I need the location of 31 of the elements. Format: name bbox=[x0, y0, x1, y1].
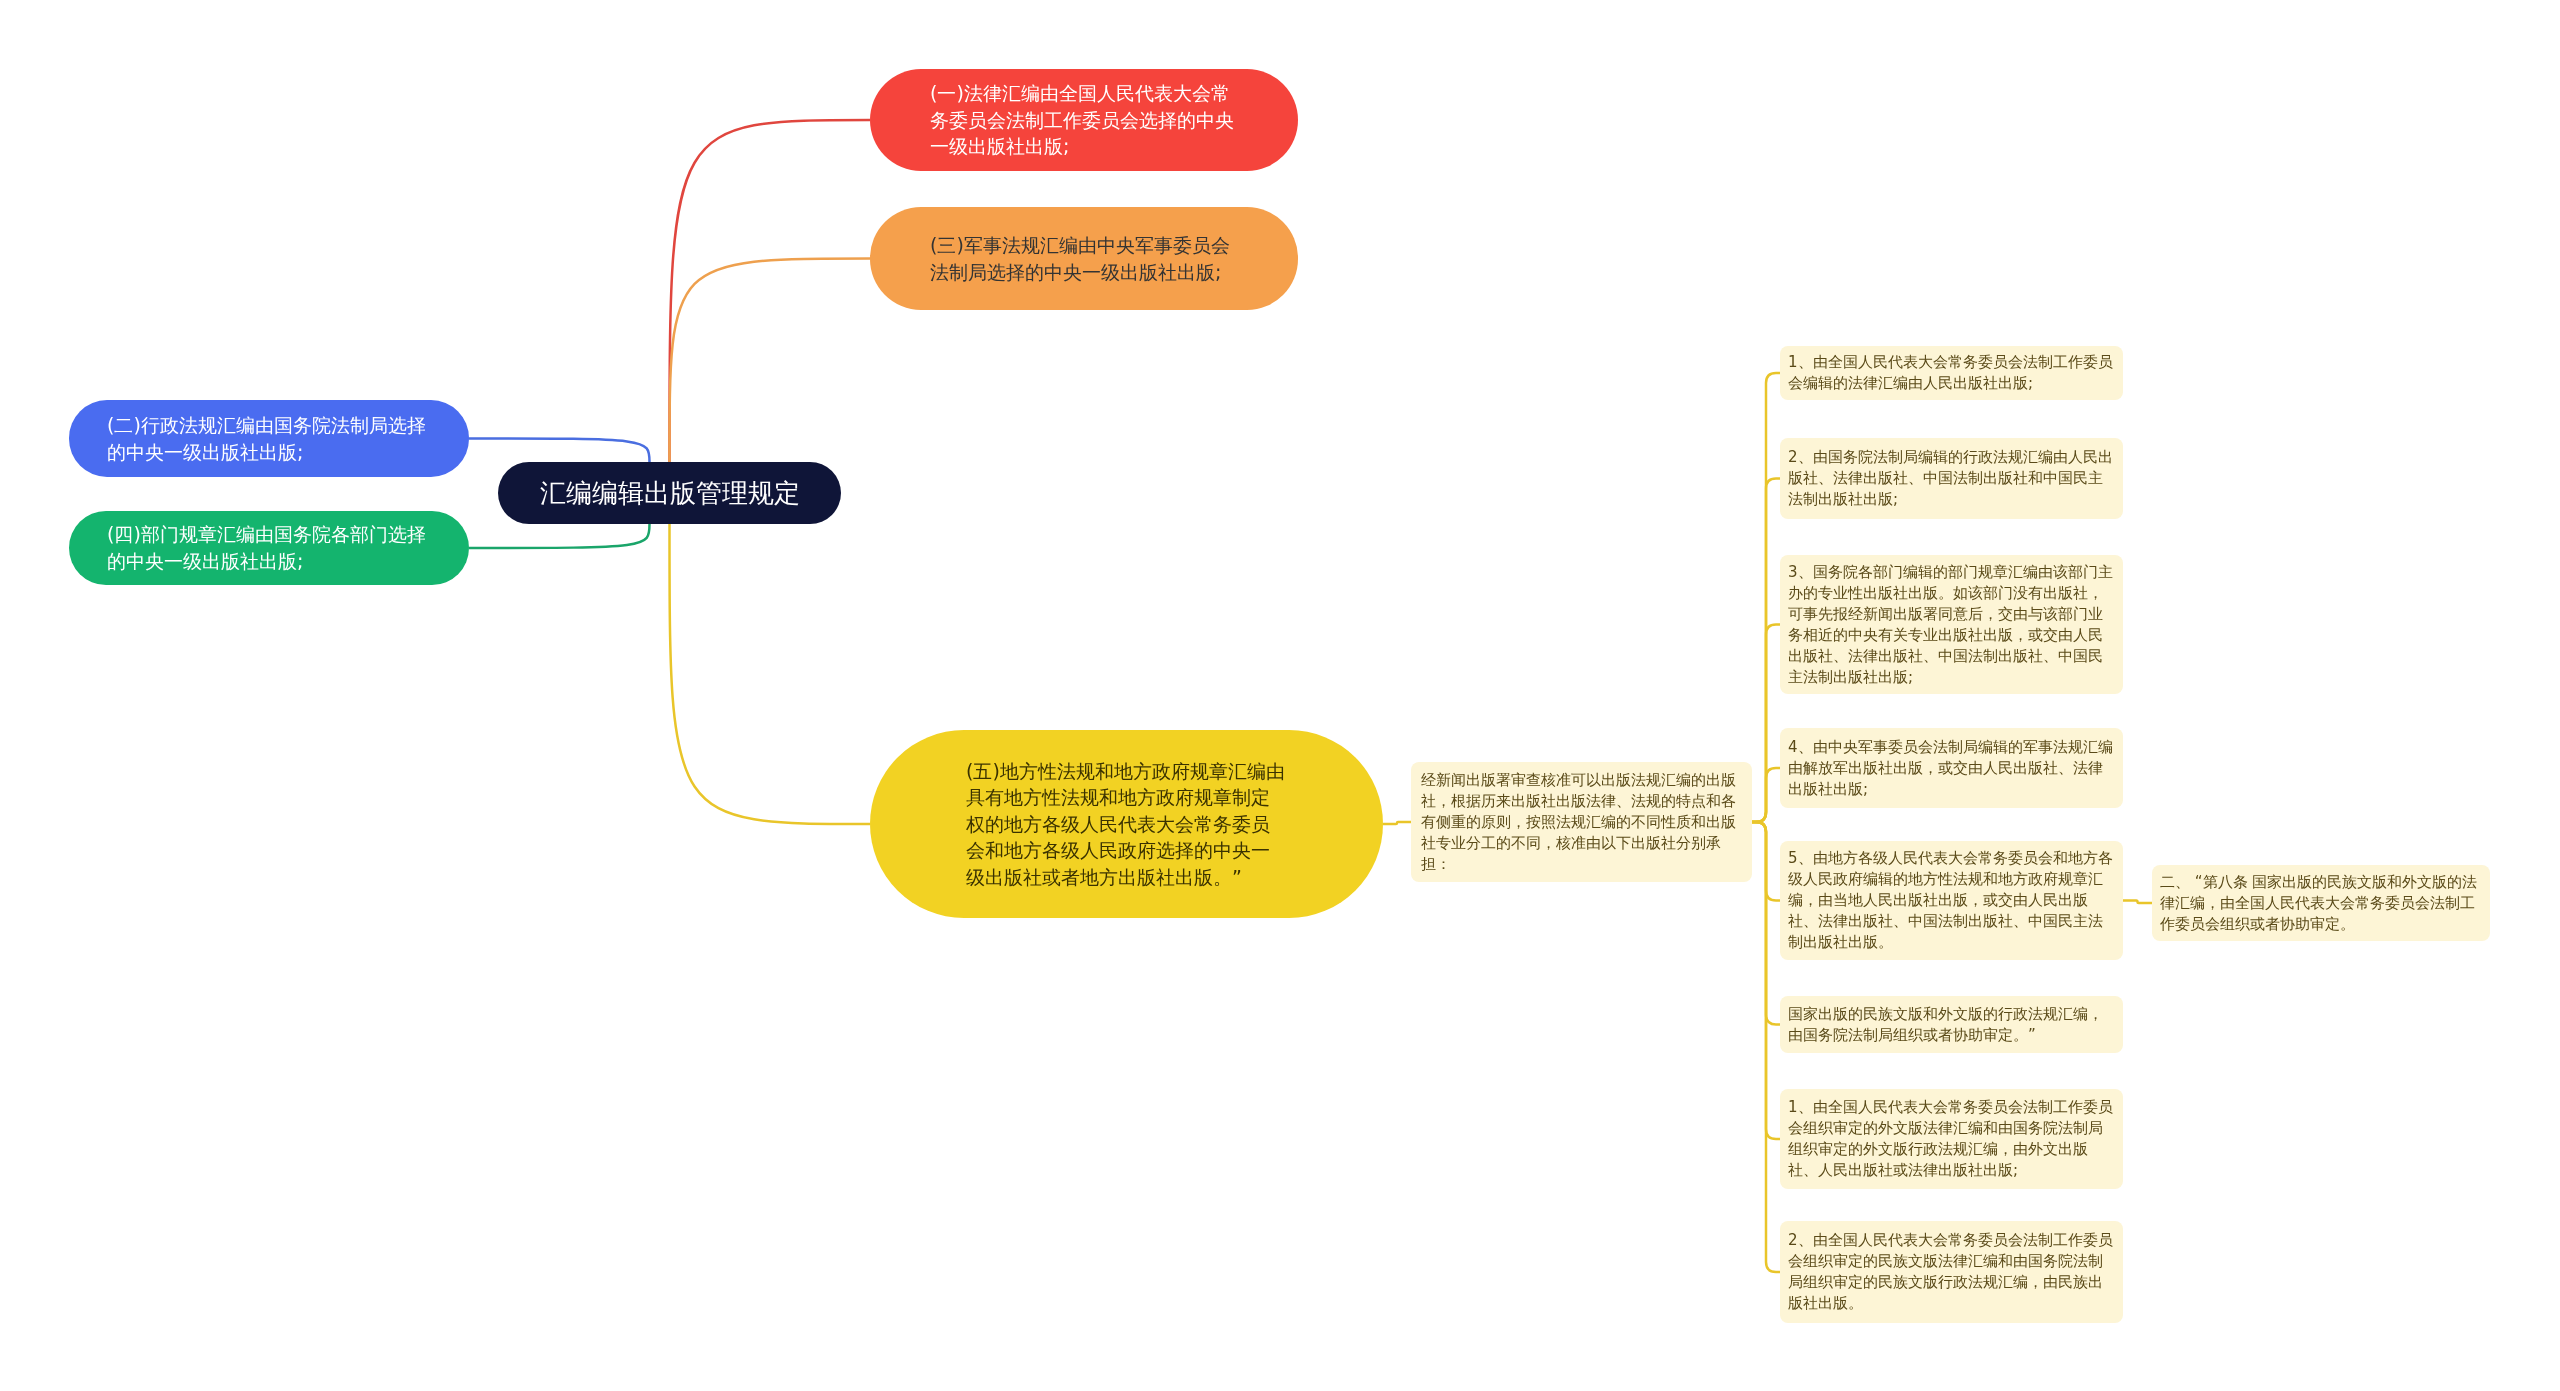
connector-line bbox=[2123, 899, 2152, 905]
topic-text: 汇编编辑出版管理规定 bbox=[539, 476, 800, 510]
topic-text: 4、由中央军事委员会法制局编辑的军事法规汇编由解放军出版社出版，或交由人民出版社、法律出版社出版; bbox=[1788, 736, 2114, 800]
topic-text: 经新闻出版署审查核准可以出版法规汇编的出版社，根据历来出版社出版法律、法规的特点和各有侧重的原则，按照法规汇编的不同性质和出版社专业分工的不同，核准由以下出版社分别承担： bbox=[1421, 769, 1737, 875]
topic-text: 2、由国务院法制局编辑的行政法规汇编由人民出版社、法律出版社、中国法制出版社和中国民主法制出版社出版; bbox=[1788, 447, 2114, 510]
topic-text: (二)行政法规汇编由国务院法制局选择的中央一级出版社出版; bbox=[107, 412, 427, 465]
topic-text: 2、由全国人民代表大会常务委员会法制工作委员会组织审定的民族文版法律汇编和由国务院法制局组织审定的民族文版行政法规汇编，由民族出版社出版。 bbox=[1788, 1230, 2114, 1314]
subtopic-box bbox=[1780, 996, 2123, 1053]
topic-text: (四)部门规章汇编由国务院各部门选择的中央一级出版社出版; bbox=[107, 522, 427, 574]
topic-text: 1、由全国人民代表大会常务委员会法制工作委员会组织审定的外文版法律汇编和由国务院法制局组织审定的外文版行政法规汇编，由外文出版社、人民出版社或法律出版社出版; bbox=[1788, 1097, 2114, 1181]
subtopic-box bbox=[1780, 1089, 2123, 1189]
subtopic-box bbox=[1411, 762, 1752, 882]
topic-text: 1、由全国人民代表大会常务委员会法制工作委员会编辑的法律汇编由人民出版社出版; bbox=[1788, 352, 2114, 394]
subtopic-box bbox=[1780, 841, 2123, 960]
topic-text: 二、 “第八条 国家出版的民族文版和外文版的法律汇编，由全国人民代表大会常务委员会法制工作委员会组织或者协助审定。 bbox=[2160, 871, 2479, 935]
topic-text: (一)法律汇编由全国人民代表大会常务委员会法制工作委员会选择的中央一级出版社出版; bbox=[930, 81, 1235, 160]
connector-line bbox=[668, 524, 870, 826]
subtopic-box bbox=[1780, 438, 2123, 519]
topic-text: 3、国务院各部门编辑的部门规章汇编由该部门主办的专业性出版社出版。如该部门没有出版社，可事先报经新闻出版署同意后，交由与该部门业务相近的中央有关专业出版社出版，或交由人民出版社、法律出版社、中国法制出版社、中国民主法制出版社出版; bbox=[1788, 561, 2114, 688]
connector-line bbox=[668, 257, 870, 462]
topic-text: (五)地方性法规和地方政府规章汇编由具有地方性法规和地方政府规章制定权的地方各级人民代表大会常务委员会和地方各级人民政府选择的中央一级出版社或者地方出版社出版。” bbox=[966, 758, 1286, 890]
connector-line bbox=[1383, 820, 1411, 826]
subtopic-box bbox=[2152, 865, 2490, 941]
subtopic-box bbox=[1780, 1221, 2123, 1323]
topic-text: 国家出版的民族文版和外文版的行政法规汇编，由国务院法制局组织或者协助审定。” bbox=[1788, 1003, 2104, 1046]
subtopic-box bbox=[1780, 728, 2123, 808]
connector-line bbox=[469, 437, 651, 463]
topic-text: 5、由地方各级人民代表大会常务委员会和地方各级人民政府编辑的地方性法规和地方政府规章汇编，由当地人民出版社出版，或交由人民出版社、法律出版社、中国法制出版社、中国民主法制出版社出版。 bbox=[1788, 848, 2114, 953]
topic-text: (三)军事法规汇编由中央军事委员会法制局选择的中央一级出版社出版; bbox=[930, 232, 1231, 285]
subtopic-box bbox=[1780, 346, 2123, 400]
connector-line bbox=[469, 523, 651, 550]
